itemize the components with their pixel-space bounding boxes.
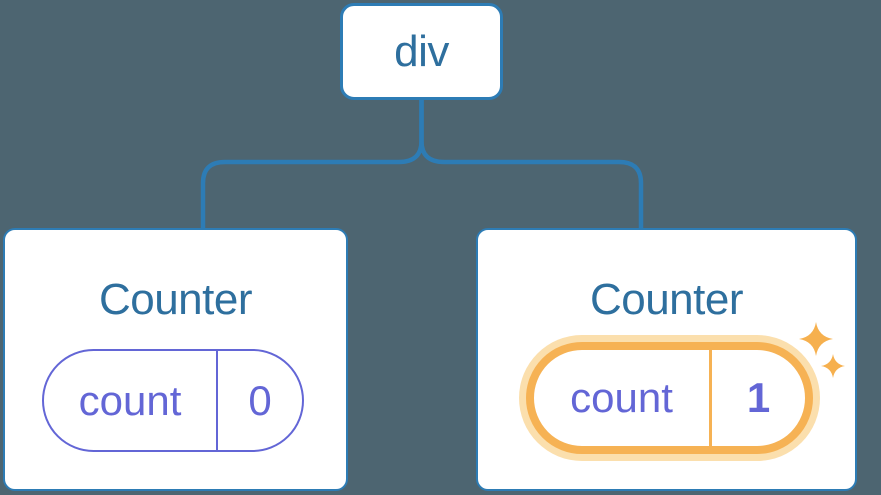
state-value-cell: 0 [218, 351, 302, 450]
state-pill: count 0 [42, 349, 304, 452]
state-key-cell: count [44, 351, 218, 450]
state-value: 0 [248, 376, 272, 424]
card-title: Counter [589, 275, 744, 324]
state-value: 1 [746, 374, 771, 421]
connector-line-left [200, 100, 424, 228]
state-key: count [78, 376, 182, 424]
node-label: div [394, 26, 449, 76]
tree-node-div: div [340, 3, 503, 100]
sparkle-small [821, 354, 845, 378]
state-pill-glow: count 1 [519, 335, 820, 461]
card-title: Counter [98, 275, 253, 324]
state-value-cell: 1 [712, 350, 805, 446]
sparkles-icon [799, 322, 845, 378]
state-key: count [570, 374, 673, 421]
state-key-cell: count [534, 350, 712, 446]
counter-card-left: Counter count 0 [3, 228, 348, 491]
sparkle-large [799, 322, 833, 356]
counter-card-right: Counter count 1 [476, 228, 857, 491]
connector-line-right [419, 100, 644, 228]
state-pill-highlighted: count 1 [526, 342, 813, 454]
